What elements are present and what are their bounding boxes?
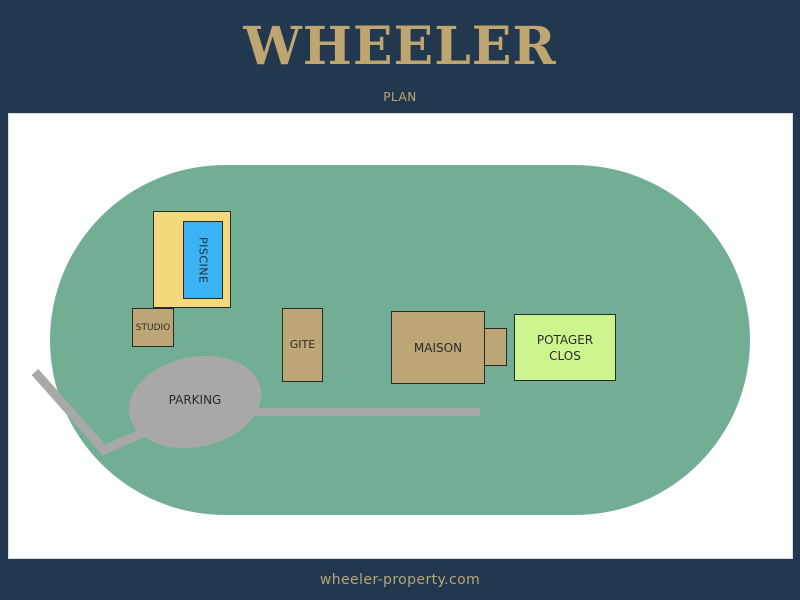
plan-subtitle: PLAN bbox=[383, 90, 417, 104]
building-studio: STUDIO bbox=[132, 308, 174, 347]
parking-label: PARKING bbox=[168, 393, 222, 407]
piscine-label: PISCINE bbox=[196, 236, 210, 284]
property-title: WHEELER bbox=[243, 16, 557, 77]
studio-label: STUDIO bbox=[135, 322, 171, 333]
website-link[interactable]: wheeler-property.com bbox=[319, 572, 481, 588]
driveway-path bbox=[255, 408, 480, 416]
building-gite: GITE bbox=[282, 308, 323, 382]
potager-label-line2: CLOS bbox=[549, 348, 581, 363]
pool-piscine: PISCINE bbox=[183, 221, 223, 299]
maison-label: MAISON bbox=[413, 340, 463, 355]
building-maison: MAISON bbox=[391, 311, 485, 384]
building-annex bbox=[484, 328, 507, 366]
gite-label: GITE bbox=[289, 338, 316, 351]
potager-label-line1: POTAGER bbox=[536, 332, 594, 347]
potager-clos: POTAGER CLOS bbox=[514, 314, 616, 381]
